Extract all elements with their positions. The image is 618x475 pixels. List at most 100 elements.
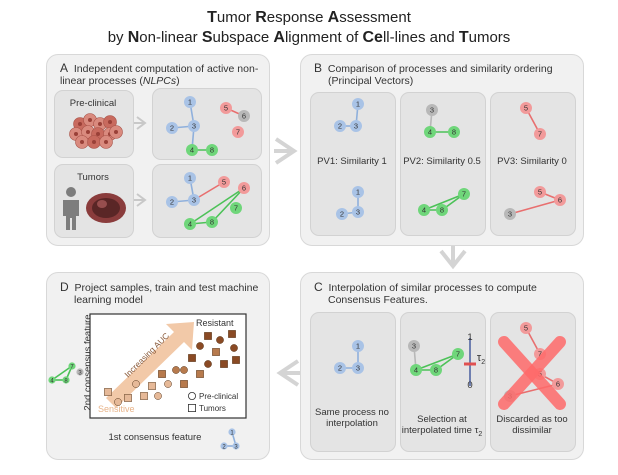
sample-point <box>154 392 162 400</box>
sample-point <box>228 330 236 338</box>
sample-point <box>196 370 204 378</box>
graph-node <box>68 362 76 370</box>
sample-point <box>114 398 122 406</box>
cell-nucleus <box>114 130 118 134</box>
node-label: 4 <box>188 220 192 229</box>
graph-node <box>184 218 196 230</box>
cell-line-image <box>69 113 123 149</box>
legend-tumors: Tumors <box>199 404 226 413</box>
graph-node <box>520 102 532 114</box>
cell-nucleus <box>80 140 84 144</box>
node-label: 6 <box>558 196 562 205</box>
node-label: 2 <box>338 364 342 373</box>
arrow-right-small-icon <box>134 193 147 207</box>
sample-point <box>216 336 224 344</box>
node-label: 4 <box>414 366 418 375</box>
sample-point <box>148 382 156 390</box>
patient-icon <box>63 187 79 230</box>
graph-node <box>188 194 200 206</box>
graph-node <box>534 186 546 198</box>
node-label: 5 <box>524 324 528 333</box>
graph-node <box>436 204 448 216</box>
node-label: 6 <box>242 112 246 121</box>
graph-node <box>206 216 218 228</box>
sample-point <box>172 366 180 374</box>
graph-node <box>534 128 546 140</box>
sample-point <box>124 394 132 402</box>
graph-node <box>352 98 364 110</box>
tumor-image <box>86 193 126 223</box>
node-label: 3 <box>192 122 196 131</box>
sample-point <box>232 356 240 364</box>
node-label: 3 <box>412 342 416 351</box>
tumor-graph-box <box>152 164 262 238</box>
node-label: 1 <box>230 431 234 437</box>
node-label: 2 <box>170 198 174 207</box>
node-label: 5 <box>222 178 226 187</box>
pv3-box <box>490 92 576 236</box>
graph-node <box>238 110 250 122</box>
graph-node <box>186 144 198 156</box>
graph-node <box>334 362 346 374</box>
arrow-right-small-icon <box>134 116 147 130</box>
increasing-auc-arrow <box>106 322 194 408</box>
sample-point <box>104 388 112 396</box>
graph-node <box>352 340 364 352</box>
graph-node <box>430 364 442 376</box>
graph-node <box>188 120 200 132</box>
node-label: 7 <box>236 128 240 137</box>
graph-node <box>220 442 228 450</box>
node-label: 4 <box>428 128 432 137</box>
graph-node <box>452 348 464 360</box>
interpolation-box <box>400 312 486 452</box>
graph-node <box>410 364 422 376</box>
node-label: 4 <box>422 206 426 215</box>
node-label: 8 <box>440 206 444 215</box>
graph-node <box>520 322 532 334</box>
legend-circle-icon <box>188 392 197 401</box>
sample-point <box>204 332 212 340</box>
node-label: 7 <box>234 204 238 213</box>
panel-d-title: D Project samples, train and test machin… <box>60 280 259 306</box>
graph-node <box>426 104 438 116</box>
graph-node <box>504 208 516 220</box>
node-label: 2 <box>222 445 226 451</box>
graph-node <box>336 208 348 220</box>
figure-title-line2: by Non-linear Subspace Alignment of Cell… <box>107 29 511 46</box>
graph-node <box>552 378 564 390</box>
graph-node <box>218 176 230 188</box>
node-label: 7 <box>462 190 466 199</box>
node-label: 1 <box>356 100 360 109</box>
node-label: 2 <box>170 124 174 133</box>
graph-node <box>228 428 236 436</box>
sensitive-label: Sensitive <box>98 404 135 414</box>
legend-preclinical: Pre-clinical <box>199 392 238 401</box>
graph-node <box>350 120 362 132</box>
node-label: 7 <box>70 365 74 371</box>
graph-node <box>238 182 250 194</box>
scale-bottom-label: 0 <box>467 380 473 391</box>
node-label: 3 <box>354 122 358 131</box>
graph-node <box>408 340 420 352</box>
sample-point <box>164 380 172 388</box>
node-label: 4 <box>50 379 54 385</box>
node-label: 1 <box>188 98 192 107</box>
sample-point <box>188 354 196 362</box>
sample-point <box>140 392 148 400</box>
discard-cross-icon <box>498 336 566 410</box>
cell-nucleus <box>74 132 78 136</box>
graph-node <box>230 202 242 214</box>
arrow-right-icon <box>274 137 298 165</box>
node-label: 8 <box>452 128 456 137</box>
node-label: 7 <box>538 130 542 139</box>
graph-node <box>352 206 364 218</box>
node-label: 3 <box>356 364 360 373</box>
